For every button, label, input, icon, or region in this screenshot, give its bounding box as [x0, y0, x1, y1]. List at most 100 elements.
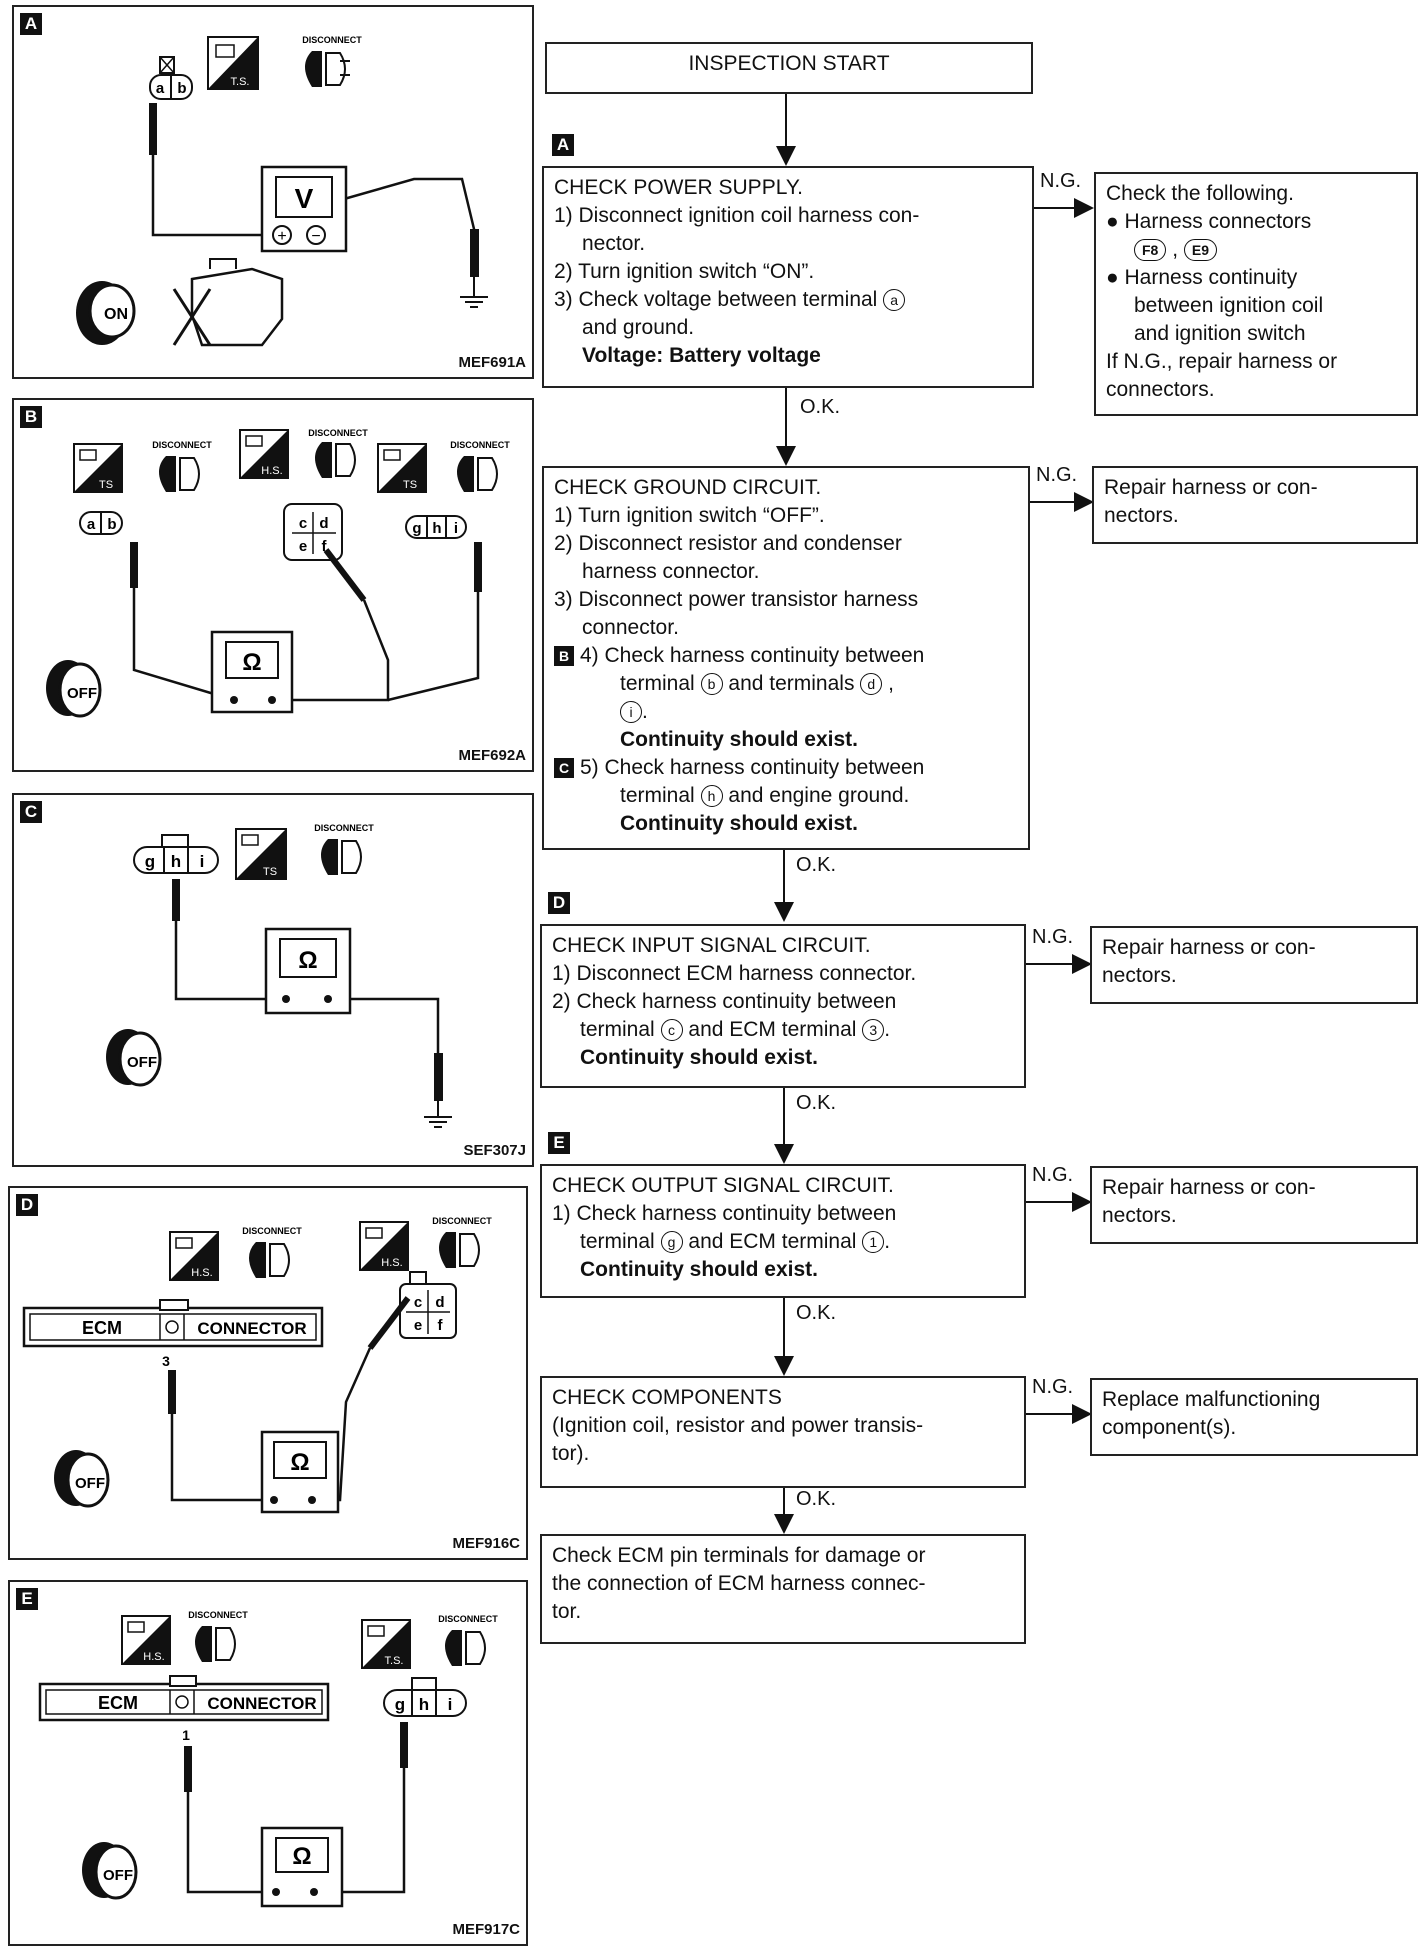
svg-text:i: i: [200, 852, 205, 871]
voltmeter-label: V: [295, 183, 314, 214]
svg-text:Ω: Ω: [292, 1843, 311, 1870]
panel-a-code: MEF691A: [458, 354, 526, 371]
svg-text:T.S.: T.S.: [385, 1655, 404, 1667]
panel-e: E H.S. DISCONNECT T.S. DISCONNECT ECM CO…: [8, 1580, 528, 1946]
terminal-a-marker: a: [883, 289, 906, 312]
step2-ok-label: O.K.: [796, 854, 837, 876]
disconnect-label: DISCONNECT: [314, 823, 374, 833]
svg-text:−: −: [311, 228, 320, 245]
svg-text:e: e: [299, 538, 307, 555]
step2-ng-label: N.G.: [1036, 464, 1078, 486]
disconnect-label: DISCONNECT: [432, 1216, 492, 1226]
step4-ng-box: Repair harness or con- nectors.: [1090, 1166, 1418, 1244]
panel-a-diagram: a b V + − T.S. DISCONNECT ON: [76, 35, 488, 347]
step4-ng-label: N.G.: [1032, 1164, 1074, 1186]
panel-b-diagram: TS DISCONNECT H.S. DISCONNECT TS DISCONN…: [46, 428, 510, 718]
ecm-pin-1: 1: [182, 1727, 190, 1743]
svg-text:e: e: [414, 1317, 422, 1334]
panel-a: A a b V + − T.S. DISCONNECT ON: [12, 5, 534, 379]
panel-c-code: SEF307J: [463, 1142, 526, 1159]
check-power-supply-box: CHECK POWER SUPPLY. 1) Disconnect igniti…: [542, 166, 1034, 388]
disconnect-label: DISCONNECT: [308, 428, 368, 438]
panel-b: B TS DISCONNECT H.S. DISCONNECT TS DISCO…: [12, 398, 534, 772]
disconnect-icon: [457, 456, 474, 492]
disconnect-icon: [305, 51, 322, 87]
svg-text:g: g: [412, 520, 421, 537]
svg-text:a: a: [87, 516, 96, 533]
panel-a-letter: A: [20, 13, 42, 35]
ecm-pin-3: 3: [162, 1353, 170, 1369]
svg-text:OFF: OFF: [75, 1475, 105, 1492]
step-c-marker: C: [554, 758, 574, 779]
svg-text:g: g: [395, 1695, 405, 1714]
panel-d-code: MEF916C: [452, 1535, 520, 1552]
svg-text:H.S.: H.S.: [381, 1257, 402, 1269]
panel-b-code: MEF692A: [458, 747, 526, 764]
svg-text:h: h: [171, 852, 181, 871]
inspection-start-box: INSPECTION START: [545, 42, 1033, 94]
svg-text:c: c: [414, 1294, 422, 1311]
svg-text:c: c: [299, 515, 307, 532]
panel-d: D H.S. DISCONNECT H.S. DISCONNECT ECM CO…: [8, 1186, 528, 1560]
svg-text:d: d: [319, 515, 328, 532]
svg-text:CONNECTOR: CONNECTOR: [207, 1694, 316, 1713]
svg-text:OFF: OFF: [67, 685, 97, 702]
svg-text:b: b: [107, 516, 116, 533]
svg-text:ON: ON: [104, 306, 128, 323]
disconnect-icon: [321, 839, 338, 875]
disconnect-label: DISCONNECT: [302, 35, 362, 45]
step-b-marker: B: [554, 646, 574, 667]
step1-title: CHECK POWER SUPPLY.: [554, 176, 803, 199]
svg-text:TS: TS: [99, 479, 113, 491]
panel-c-letter: C: [20, 801, 42, 823]
step4-ok-label: O.K.: [796, 1302, 837, 1324]
disconnect-label: DISCONNECT: [450, 440, 510, 450]
svg-text:Ω: Ω: [298, 947, 317, 974]
check-ground-circuit-box: CHECK GROUND CIRCUIT. 1) Turn ignition s…: [542, 466, 1030, 850]
step2-ng-box: Repair harness or con- nectors.: [1092, 466, 1418, 544]
inspection-start-label: INSPECTION START: [688, 52, 890, 75]
svg-text:g: g: [145, 852, 155, 871]
svg-text:d: d: [435, 1294, 444, 1311]
step5-title: CHECK COMPONENTS: [552, 1386, 782, 1409]
disconnect-icon: [439, 1232, 456, 1268]
svg-text:CONNECTOR: CONNECTOR: [197, 1319, 306, 1338]
step3-title: CHECK INPUT SIGNAL CIRCUIT.: [552, 934, 871, 957]
disconnect-icon: [249, 1242, 266, 1278]
svg-text:h: h: [419, 1695, 429, 1714]
svg-text:TS: TS: [263, 866, 277, 878]
svg-text:OFF: OFF: [103, 1867, 133, 1884]
disconnect-icon: [159, 456, 176, 492]
step4-title: CHECK OUTPUT SIGNAL CIRCUIT.: [552, 1174, 894, 1197]
connector-ghi: [405, 515, 467, 539]
step-d-marker: D: [548, 892, 570, 914]
check-components-box: CHECK COMPONENTS (Ignition coil, resisto…: [540, 1376, 1026, 1488]
final-check-box: Check ECM pin terminals for damage or th…: [540, 1534, 1026, 1644]
svg-text:TS: TS: [403, 479, 417, 491]
probe-left: [149, 103, 157, 155]
svg-text:H.S.: H.S.: [143, 1651, 164, 1663]
svg-text:OFF: OFF: [127, 1054, 157, 1071]
step5-ng-box: Replace malfunctioning component(s).: [1090, 1378, 1418, 1456]
svg-text:f: f: [438, 1317, 444, 1334]
disconnect-label: DISCONNECT: [152, 440, 212, 450]
disconnect-icon: [445, 1630, 462, 1666]
step1-spec: Voltage: Battery voltage: [582, 344, 821, 367]
step2-title: CHECK GROUND CIRCUIT.: [554, 476, 822, 499]
svg-text:ECM: ECM: [98, 1693, 138, 1713]
svg-text:ECM: ECM: [82, 1318, 122, 1338]
step-e-marker: E: [548, 1132, 570, 1154]
step1-ng-box: Check the following. ● Harness connector…: [1094, 172, 1418, 416]
disconnect-label: DISCONNECT: [438, 1614, 498, 1624]
svg-text:i: i: [454, 520, 458, 537]
connector-e9-marker: E9: [1183, 239, 1217, 262]
disconnect-icon: [315, 442, 332, 478]
svg-text:i: i: [448, 1695, 453, 1714]
check-input-signal-box: CHECK INPUT SIGNAL CIRCUIT. 1) Disconnec…: [540, 924, 1026, 1088]
svg-text:h: h: [432, 520, 441, 537]
svg-text:Ω: Ω: [242, 649, 261, 676]
svg-text:H.S.: H.S.: [191, 1267, 212, 1279]
panel-d-letter: D: [16, 1194, 38, 1216]
svg-text:Ω: Ω: [290, 1449, 309, 1476]
